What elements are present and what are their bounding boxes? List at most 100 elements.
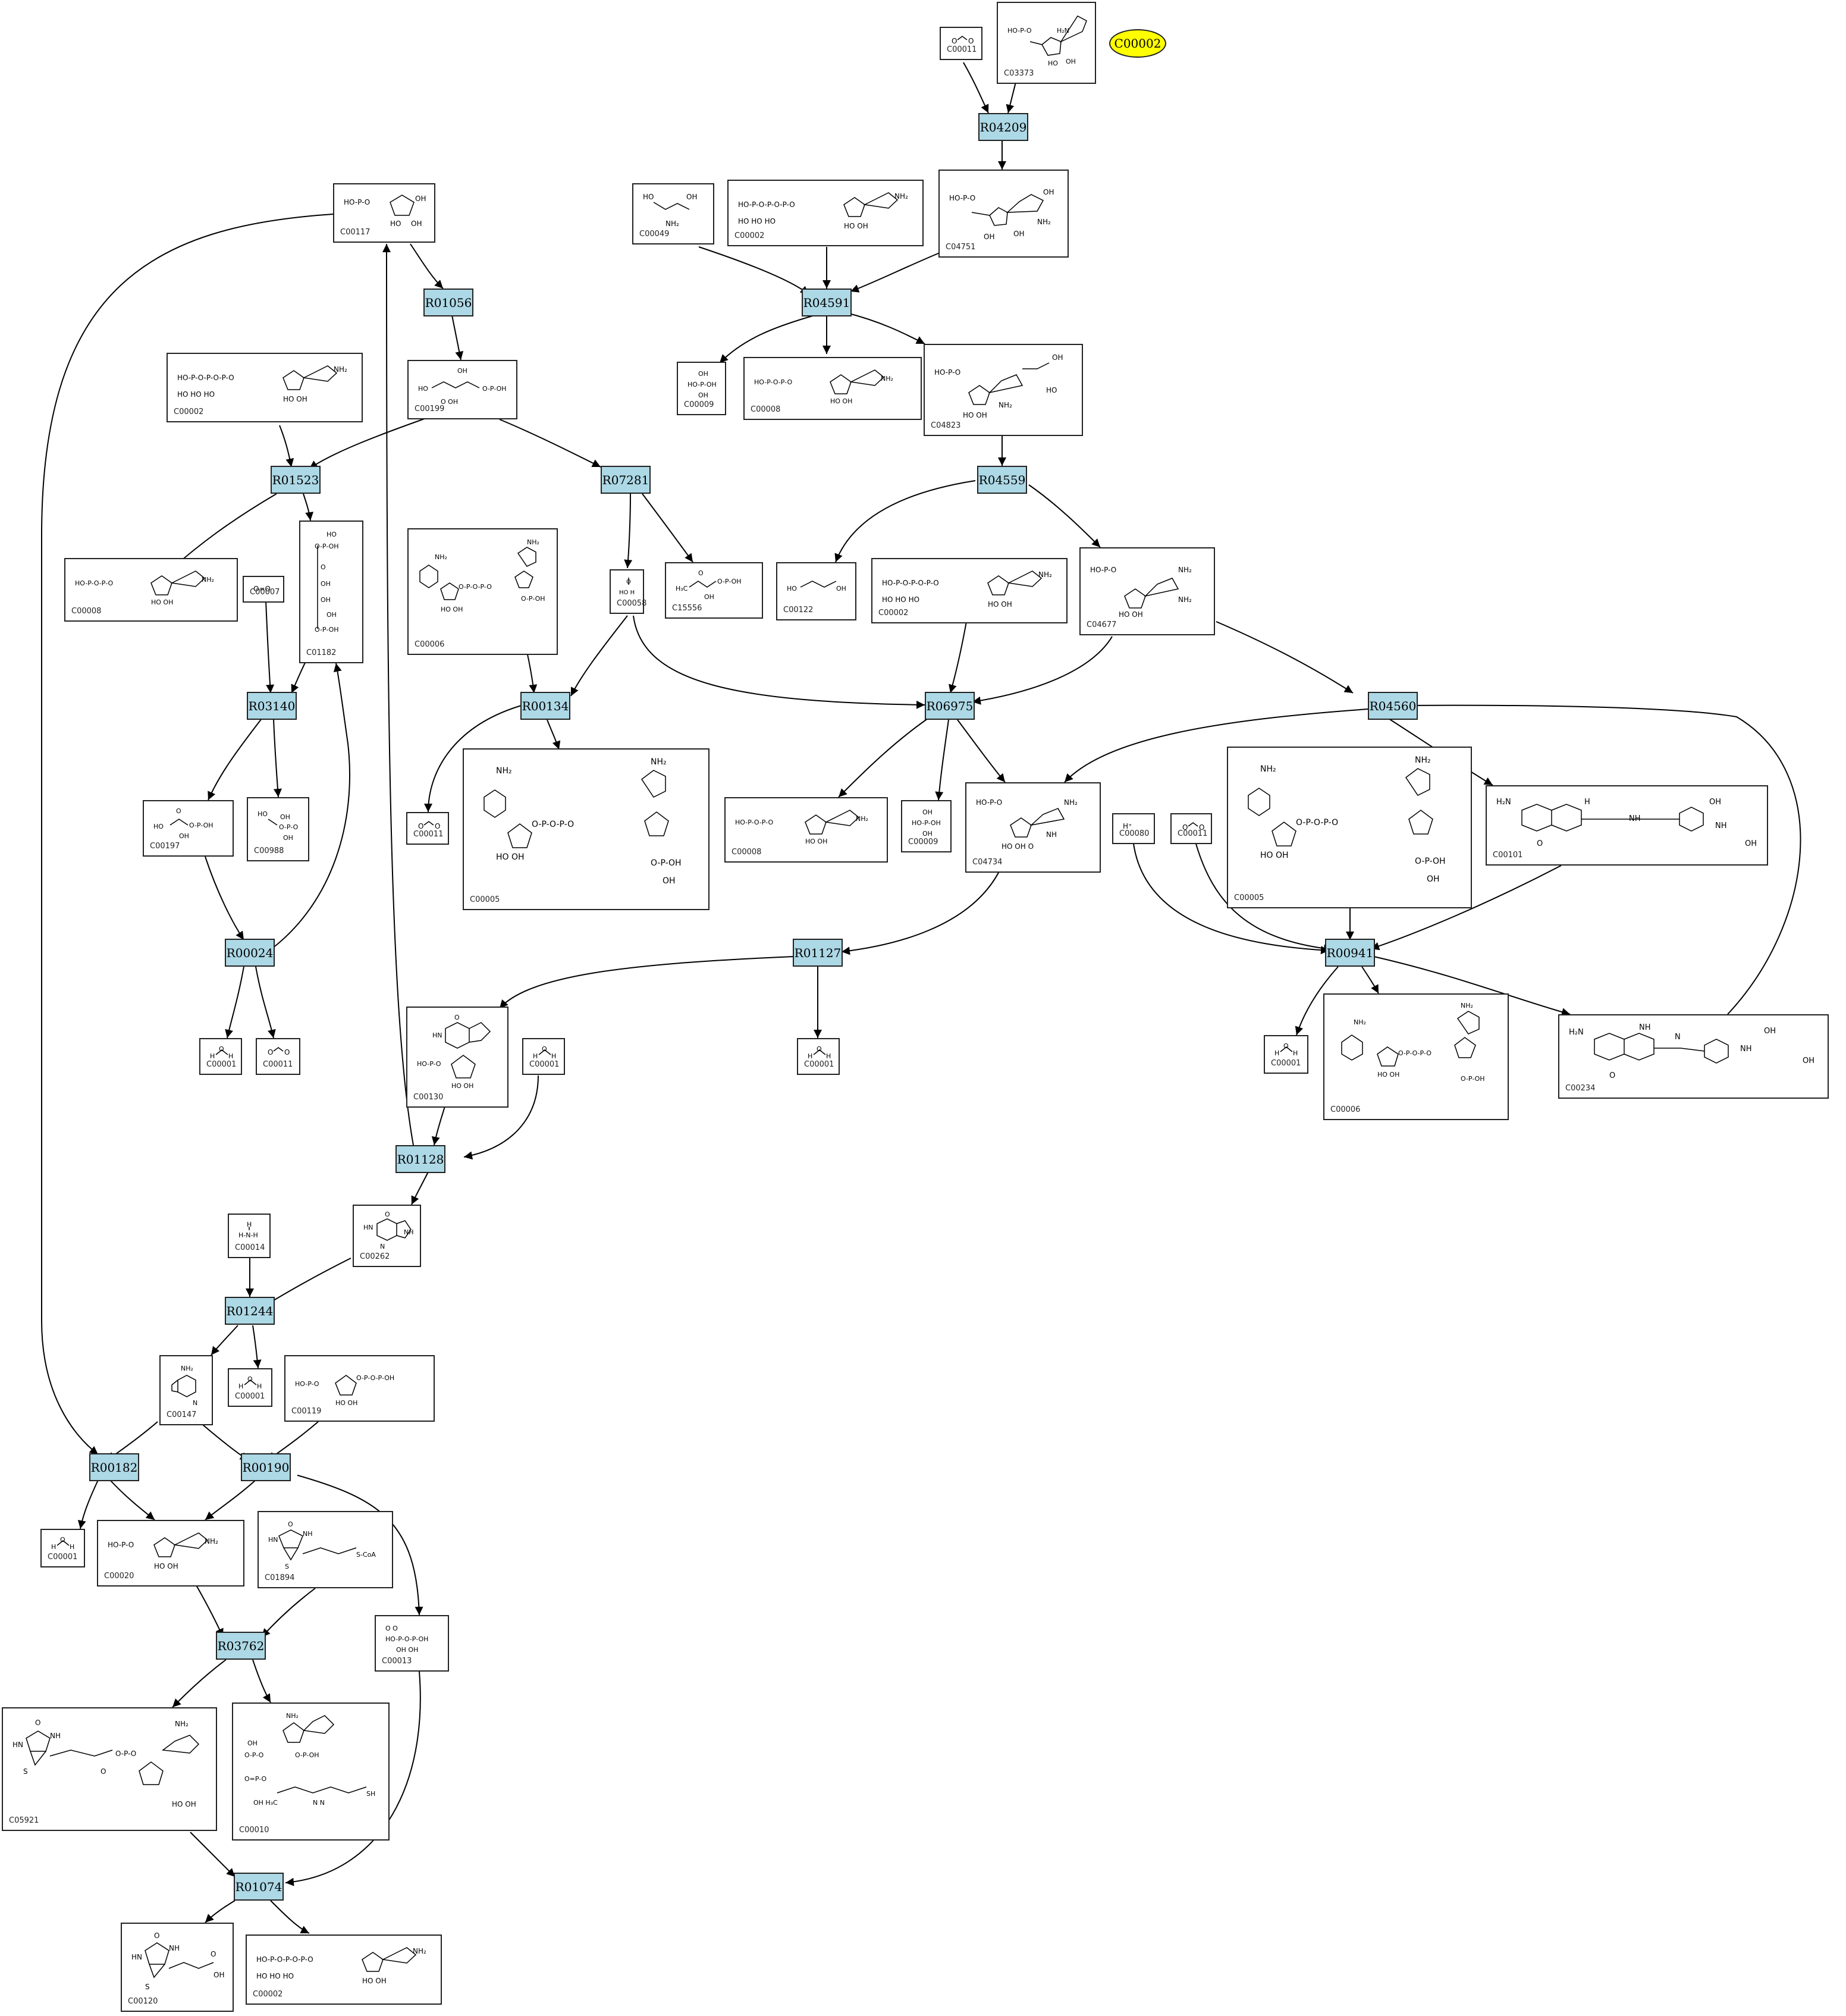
edge [499, 956, 795, 1009]
reaction-R03762[interactable]: R03762 [216, 1632, 266, 1660]
edge [463, 1075, 539, 1160]
reaction-R01244[interactable]: R01244 [225, 1297, 275, 1325]
compound-C00080[interactable]: H⁺ C00080 [1112, 813, 1155, 844]
reaction-R04591[interactable]: R04591 [802, 289, 852, 316]
highlighted-compound[interactable]: C00002 [1109, 29, 1166, 58]
reaction-R01074[interactable]: R01074 [234, 1873, 284, 1901]
reaction-R00134[interactable]: R00134 [520, 692, 570, 720]
edge [1132, 838, 1330, 955]
reaction-label: R01074 [235, 1879, 282, 1894]
reaction-R01127[interactable]: R01127 [793, 939, 843, 967]
compound-id: C00013 [382, 1657, 412, 1666]
reaction-R07281[interactable]: R07281 [601, 466, 651, 494]
compound-id: C00262 [360, 1252, 390, 1261]
edge [850, 252, 940, 293]
compound-id: C00005 [470, 895, 500, 904]
svg-text:HN: HN [131, 1953, 142, 1961]
reaction-R04209[interactable]: R04209 [978, 113, 1028, 141]
reaction-R03140[interactable]: R03140 [247, 692, 297, 720]
reaction-R04559[interactable]: R04559 [977, 466, 1027, 494]
reaction-R00941[interactable]: R00941 [1325, 939, 1375, 967]
svg-text:O: O [626, 579, 631, 585]
reaction-R01056[interactable]: R01056 [423, 289, 473, 316]
reaction-R01523[interactable]: R01523 [271, 466, 321, 494]
reaction-R01128[interactable]: R01128 [395, 1145, 445, 1173]
svg-text:HO HO HO: HO HO HO [256, 1972, 294, 1980]
edge [303, 493, 314, 521]
reaction-R04560[interactable]: R04560 [1368, 692, 1418, 720]
reaction-R00182[interactable]: R00182 [89, 1453, 139, 1481]
reaction-label: R04591 [803, 295, 850, 310]
svg-text:OH OH: OH OH [396, 1646, 418, 1654]
svg-text:HO OH: HO OH [1260, 851, 1289, 860]
svg-text:HO OH: HO OH [172, 1800, 196, 1808]
compound-id: C04734 [972, 858, 1003, 867]
reaction-R06975[interactable]: R06975 [925, 692, 975, 720]
svg-text:HO OH: HO OH [283, 395, 307, 403]
edge [279, 425, 294, 468]
svg-text:H: H [1274, 1049, 1279, 1057]
svg-text:O-P-OH: O-P-OH [315, 626, 339, 634]
edge [1216, 621, 1354, 694]
compound-id: C03373 [1004, 69, 1034, 78]
compound-C00007[interactable]: O=O C00007 [243, 576, 284, 603]
reaction-R00190[interactable]: R00190 [241, 1453, 291, 1481]
edge [109, 1479, 155, 1520]
svg-text:N N: N N [313, 1799, 325, 1807]
reaction-R00024[interactable]: R00024 [225, 939, 275, 967]
